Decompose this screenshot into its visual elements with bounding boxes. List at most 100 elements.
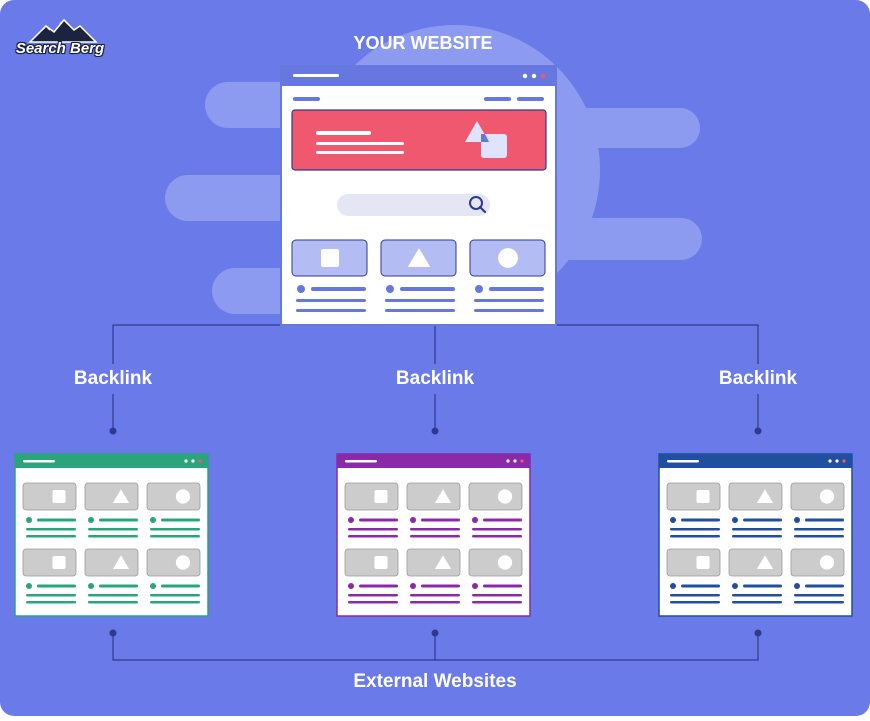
card-thumbnail <box>146 482 201 511</box>
backlink-label-left: Backlink <box>73 368 153 389</box>
square-icon <box>52 490 66 503</box>
nav-line <box>517 97 544 101</box>
content-card <box>406 548 461 604</box>
content-card <box>790 548 845 604</box>
window-dot <box>842 459 846 463</box>
card-line <box>743 584 782 588</box>
content-card <box>84 548 139 604</box>
card-line <box>410 528 460 531</box>
card-line <box>348 601 398 604</box>
triangle-icon <box>112 555 130 569</box>
card-line <box>37 518 76 522</box>
bullet-dot <box>475 285 483 293</box>
card-thumbnail <box>146 548 201 577</box>
titlebar-line <box>667 460 699 463</box>
card-line <box>161 518 200 522</box>
card-thumbnail <box>406 548 461 577</box>
nav-line <box>293 97 320 101</box>
card-thumbnail <box>666 548 721 577</box>
card-line <box>150 601 200 604</box>
card-line <box>805 584 844 588</box>
card-thumbnail <box>728 548 783 577</box>
bullet-dot <box>410 517 416 523</box>
card-thumbnail <box>790 482 845 511</box>
card-line <box>483 584 522 588</box>
card-line <box>26 535 76 538</box>
titlebar-line <box>345 460 377 463</box>
card-line <box>681 518 720 522</box>
triangle-icon <box>112 489 130 503</box>
card-line <box>472 594 522 597</box>
card-line <box>37 584 76 588</box>
square-icon <box>374 490 388 503</box>
content-card <box>291 239 368 312</box>
content-card <box>146 482 201 538</box>
search-icon-handle <box>478 205 487 214</box>
window-dot <box>828 459 832 463</box>
circle-icon <box>497 489 513 504</box>
card-line <box>26 601 76 604</box>
card-line <box>88 601 138 604</box>
card-line <box>26 528 76 531</box>
card-line <box>88 594 138 597</box>
hero-line <box>316 151 404 154</box>
bullet-dot <box>794 583 800 589</box>
titlebar-line <box>293 74 339 77</box>
content-card <box>728 482 783 538</box>
content-card <box>728 548 783 604</box>
card-line <box>99 584 138 588</box>
card-thumbnail <box>728 482 783 511</box>
card-thumbnail <box>84 482 139 511</box>
card-line <box>474 299 544 302</box>
window-dot <box>520 459 524 463</box>
triangle-icon <box>434 555 452 569</box>
overlap-shape <box>481 134 489 142</box>
bullet-dot <box>472 517 478 523</box>
card-thumbnail <box>22 482 77 511</box>
diagram-title: YOUR WEBSITE <box>353 33 493 53</box>
card-line <box>670 535 720 538</box>
nav-line <box>484 97 511 101</box>
hero-line <box>316 131 371 135</box>
window-dot <box>522 73 528 79</box>
card-line <box>150 535 200 538</box>
card-thumbnail <box>406 482 461 511</box>
card-line <box>805 518 844 522</box>
content-card <box>146 548 201 604</box>
card-thumbnail <box>666 482 721 511</box>
hero-line <box>316 142 404 145</box>
bullet-dot <box>732 517 738 523</box>
card-thumbnail <box>84 548 139 577</box>
card-line <box>794 535 844 538</box>
square-icon <box>52 556 66 569</box>
content-card <box>666 482 721 538</box>
bullet-dot <box>150 583 156 589</box>
card-line <box>348 535 398 538</box>
card-line <box>348 528 398 531</box>
card-thumbnail <box>468 548 523 577</box>
card-line <box>296 299 366 302</box>
card-line <box>421 584 460 588</box>
card-line <box>472 528 522 531</box>
external-website-browser <box>336 453 531 617</box>
triangle-icon <box>756 489 774 503</box>
hero-banner <box>291 109 547 171</box>
circle-icon <box>175 555 191 570</box>
browser-titlebar <box>281 66 556 86</box>
card-line <box>296 309 366 312</box>
card-thumbnail <box>468 482 523 511</box>
circle-icon <box>819 489 835 504</box>
card-line <box>88 535 138 538</box>
bullet-dot <box>732 583 738 589</box>
card-thumbnail <box>790 548 845 577</box>
card-line <box>88 528 138 531</box>
card-line <box>150 528 200 531</box>
content-card <box>22 548 77 604</box>
circle-icon <box>175 489 191 504</box>
window-dot <box>835 459 839 463</box>
window-dot <box>531 73 537 79</box>
square-icon <box>374 556 388 569</box>
card-thumbnail <box>344 548 399 577</box>
card-line <box>348 594 398 597</box>
